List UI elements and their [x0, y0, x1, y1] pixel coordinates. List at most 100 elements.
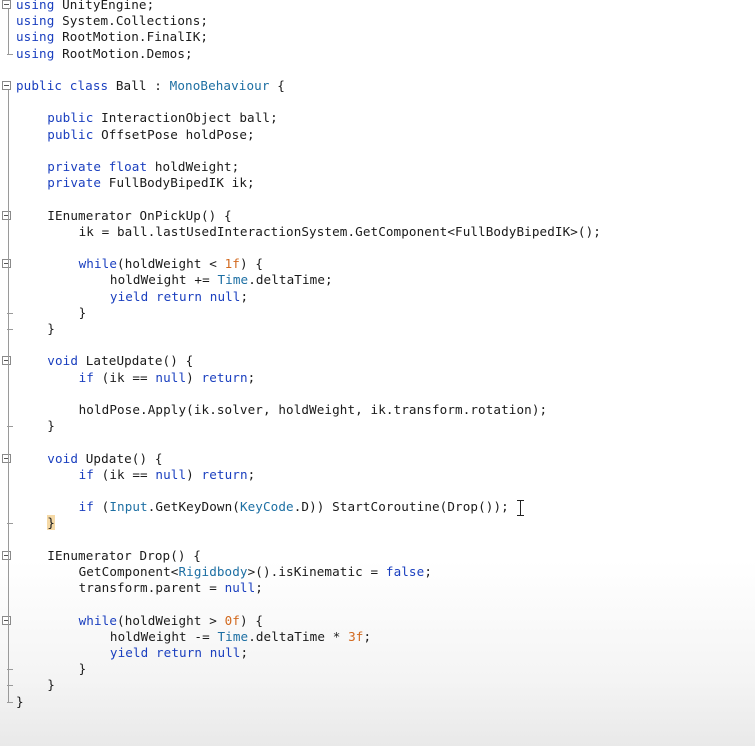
- code-token: IEnumerator Drop() {: [47, 547, 201, 563]
- code-token: Ball :: [115, 78, 170, 93]
- code-line[interactable]: IEnumerator OnPickUp() {: [47, 208, 231, 224]
- code-token: 0f: [224, 612, 240, 628]
- code-line[interactable]: while(holdWeight > 0f) {: [79, 613, 263, 629]
- code-token: using: [16, 13, 63, 29]
- code-token: (: [101, 499, 110, 515]
- code-token: public: [47, 110, 102, 126]
- code-line[interactable]: }: [47, 321, 55, 337]
- code-token: ) {: [239, 612, 263, 628]
- fold-end-marker: [7, 669, 13, 671]
- code-line[interactable]: while(holdWeight < 1f) {: [79, 256, 263, 272]
- fold-toggle-icon[interactable]: [2, 0, 11, 9]
- code-token: ): [186, 466, 202, 482]
- fold-toggle-icon[interactable]: [2, 259, 11, 269]
- code-token: void: [47, 353, 86, 369]
- code-token: }: [78, 304, 87, 320]
- code-token: transform.parent =: [78, 580, 225, 596]
- code-token: (ik ==: [101, 466, 156, 482]
- code-token: ): [186, 369, 202, 385]
- code-line[interactable]: }: [47, 677, 55, 693]
- code-line[interactable]: using RootMotion.Demos;: [16, 46, 193, 62]
- code-token: }: [47, 418, 55, 434]
- code-token: 3f: [348, 628, 364, 644]
- code-token: Input: [109, 499, 148, 515]
- code-line[interactable]: void LateUpdate() {: [47, 353, 193, 369]
- code-line[interactable]: yield return null;: [110, 289, 248, 305]
- code-line[interactable]: private float holdWeight;: [47, 159, 239, 175]
- code-line[interactable]: IEnumerator Drop() {: [47, 548, 201, 564]
- fold-toggle-icon[interactable]: [2, 615, 11, 625]
- code-line[interactable]: transform.parent = null;: [79, 580, 263, 596]
- code-token: using: [16, 45, 63, 61]
- code-line[interactable]: holdPose.Apply(ik.solver, holdWeight, ik…: [79, 402, 548, 418]
- code-line[interactable]: if (Input.GetKeyDown(KeyCode.D)) StartCo…: [79, 499, 509, 515]
- code-token: >().isKinematic =: [247, 564, 386, 579]
- code-token: Rigidbody: [178, 564, 248, 579]
- code-token: UnityEngine;: [62, 0, 155, 12]
- fold-toggle-icon[interactable]: [2, 356, 11, 366]
- code-line[interactable]: using System.Collections;: [16, 13, 208, 29]
- code-token: return: [201, 369, 248, 385]
- code-line[interactable]: public class Ball : MonoBehaviour {: [16, 78, 285, 94]
- code-line[interactable]: }: [47, 515, 55, 531]
- fold-end-marker: [7, 312, 13, 314]
- code-token: return: [201, 466, 248, 482]
- text-cursor-icon: [517, 499, 525, 517]
- code-line[interactable]: public OffsetPose holdPose;: [47, 127, 254, 143]
- code-token: Time: [217, 272, 249, 288]
- fold-end-marker: [7, 53, 13, 55]
- code-token: if: [78, 466, 102, 482]
- code-token: (holdWeight >: [117, 612, 225, 628]
- code-token: 1f: [224, 256, 240, 272]
- code-token: }: [47, 515, 55, 531]
- fold-guide: [8, 462, 9, 524]
- code-line[interactable]: void Update() {: [47, 451, 162, 467]
- code-line[interactable]: }: [16, 694, 24, 710]
- code-token: FullBodyBipedIK ik;: [108, 175, 255, 191]
- code-token: using: [16, 29, 63, 45]
- code-token: null: [155, 369, 187, 385]
- code-token: }: [78, 661, 87, 677]
- code-line[interactable]: using UnityEngine;: [16, 0, 154, 13]
- code-line[interactable]: }: [79, 305, 87, 321]
- code-line[interactable]: if (ik == null) return;: [79, 467, 256, 483]
- code-token: null: [155, 466, 187, 482]
- code-line[interactable]: }: [47, 418, 55, 434]
- code-line[interactable]: ik = ball.lastUsedInteractionSystem.GetC…: [79, 224, 601, 240]
- code-token: KeyCode: [239, 499, 294, 515]
- fold-toggle-icon[interactable]: [2, 81, 11, 90]
- code-token: Update() {: [85, 450, 163, 466]
- code-token: MonoBehaviour: [169, 78, 270, 93]
- code-line[interactable]: holdWeight += Time.deltaTime;: [110, 272, 333, 288]
- code-token: }: [16, 693, 24, 709]
- fold-toggle-icon[interactable]: [2, 550, 11, 560]
- fold-end-marker: [7, 523, 13, 525]
- code-token: RootMotion.FinalIK;: [62, 29, 209, 45]
- code-line[interactable]: holdWeight -= Time.deltaTime * 3f;: [110, 629, 371, 645]
- code-line[interactable]: public InteractionObject ball;: [47, 110, 277, 126]
- code-token: ;: [424, 564, 432, 579]
- code-token: while: [78, 612, 118, 628]
- fold-toggle-icon[interactable]: [2, 210, 11, 220]
- code-token: OffsetPose holdPose;: [101, 126, 255, 142]
- code-line[interactable]: using RootMotion.FinalIK;: [16, 29, 208, 45]
- code-token: .D)) StartCoroutine(Drop());: [293, 499, 509, 515]
- fold-toggle-icon[interactable]: [2, 453, 11, 463]
- code-line[interactable]: private FullBodyBipedIK ik;: [47, 175, 254, 191]
- code-token: IEnumerator OnPickUp() {: [47, 207, 232, 223]
- code-token: (holdWeight <: [117, 256, 225, 272]
- code-line[interactable]: if (ik == null) return;: [79, 370, 256, 386]
- code-token: if: [78, 499, 102, 515]
- code-token: if: [78, 369, 102, 385]
- code-line[interactable]: }: [79, 661, 87, 677]
- code-line[interactable]: GetComponent<Rigidbody>().isKinematic = …: [79, 564, 432, 580]
- code-token: while: [78, 256, 118, 272]
- code-token: }: [47, 321, 55, 336]
- fold-guide: [8, 365, 9, 427]
- code-line[interactable]: yield return null;: [110, 645, 248, 661]
- code-token: ;: [255, 580, 263, 596]
- fold-end-marker: [7, 701, 13, 703]
- code-token: ) {: [239, 256, 263, 272]
- code-token: GetComponent<: [78, 564, 179, 579]
